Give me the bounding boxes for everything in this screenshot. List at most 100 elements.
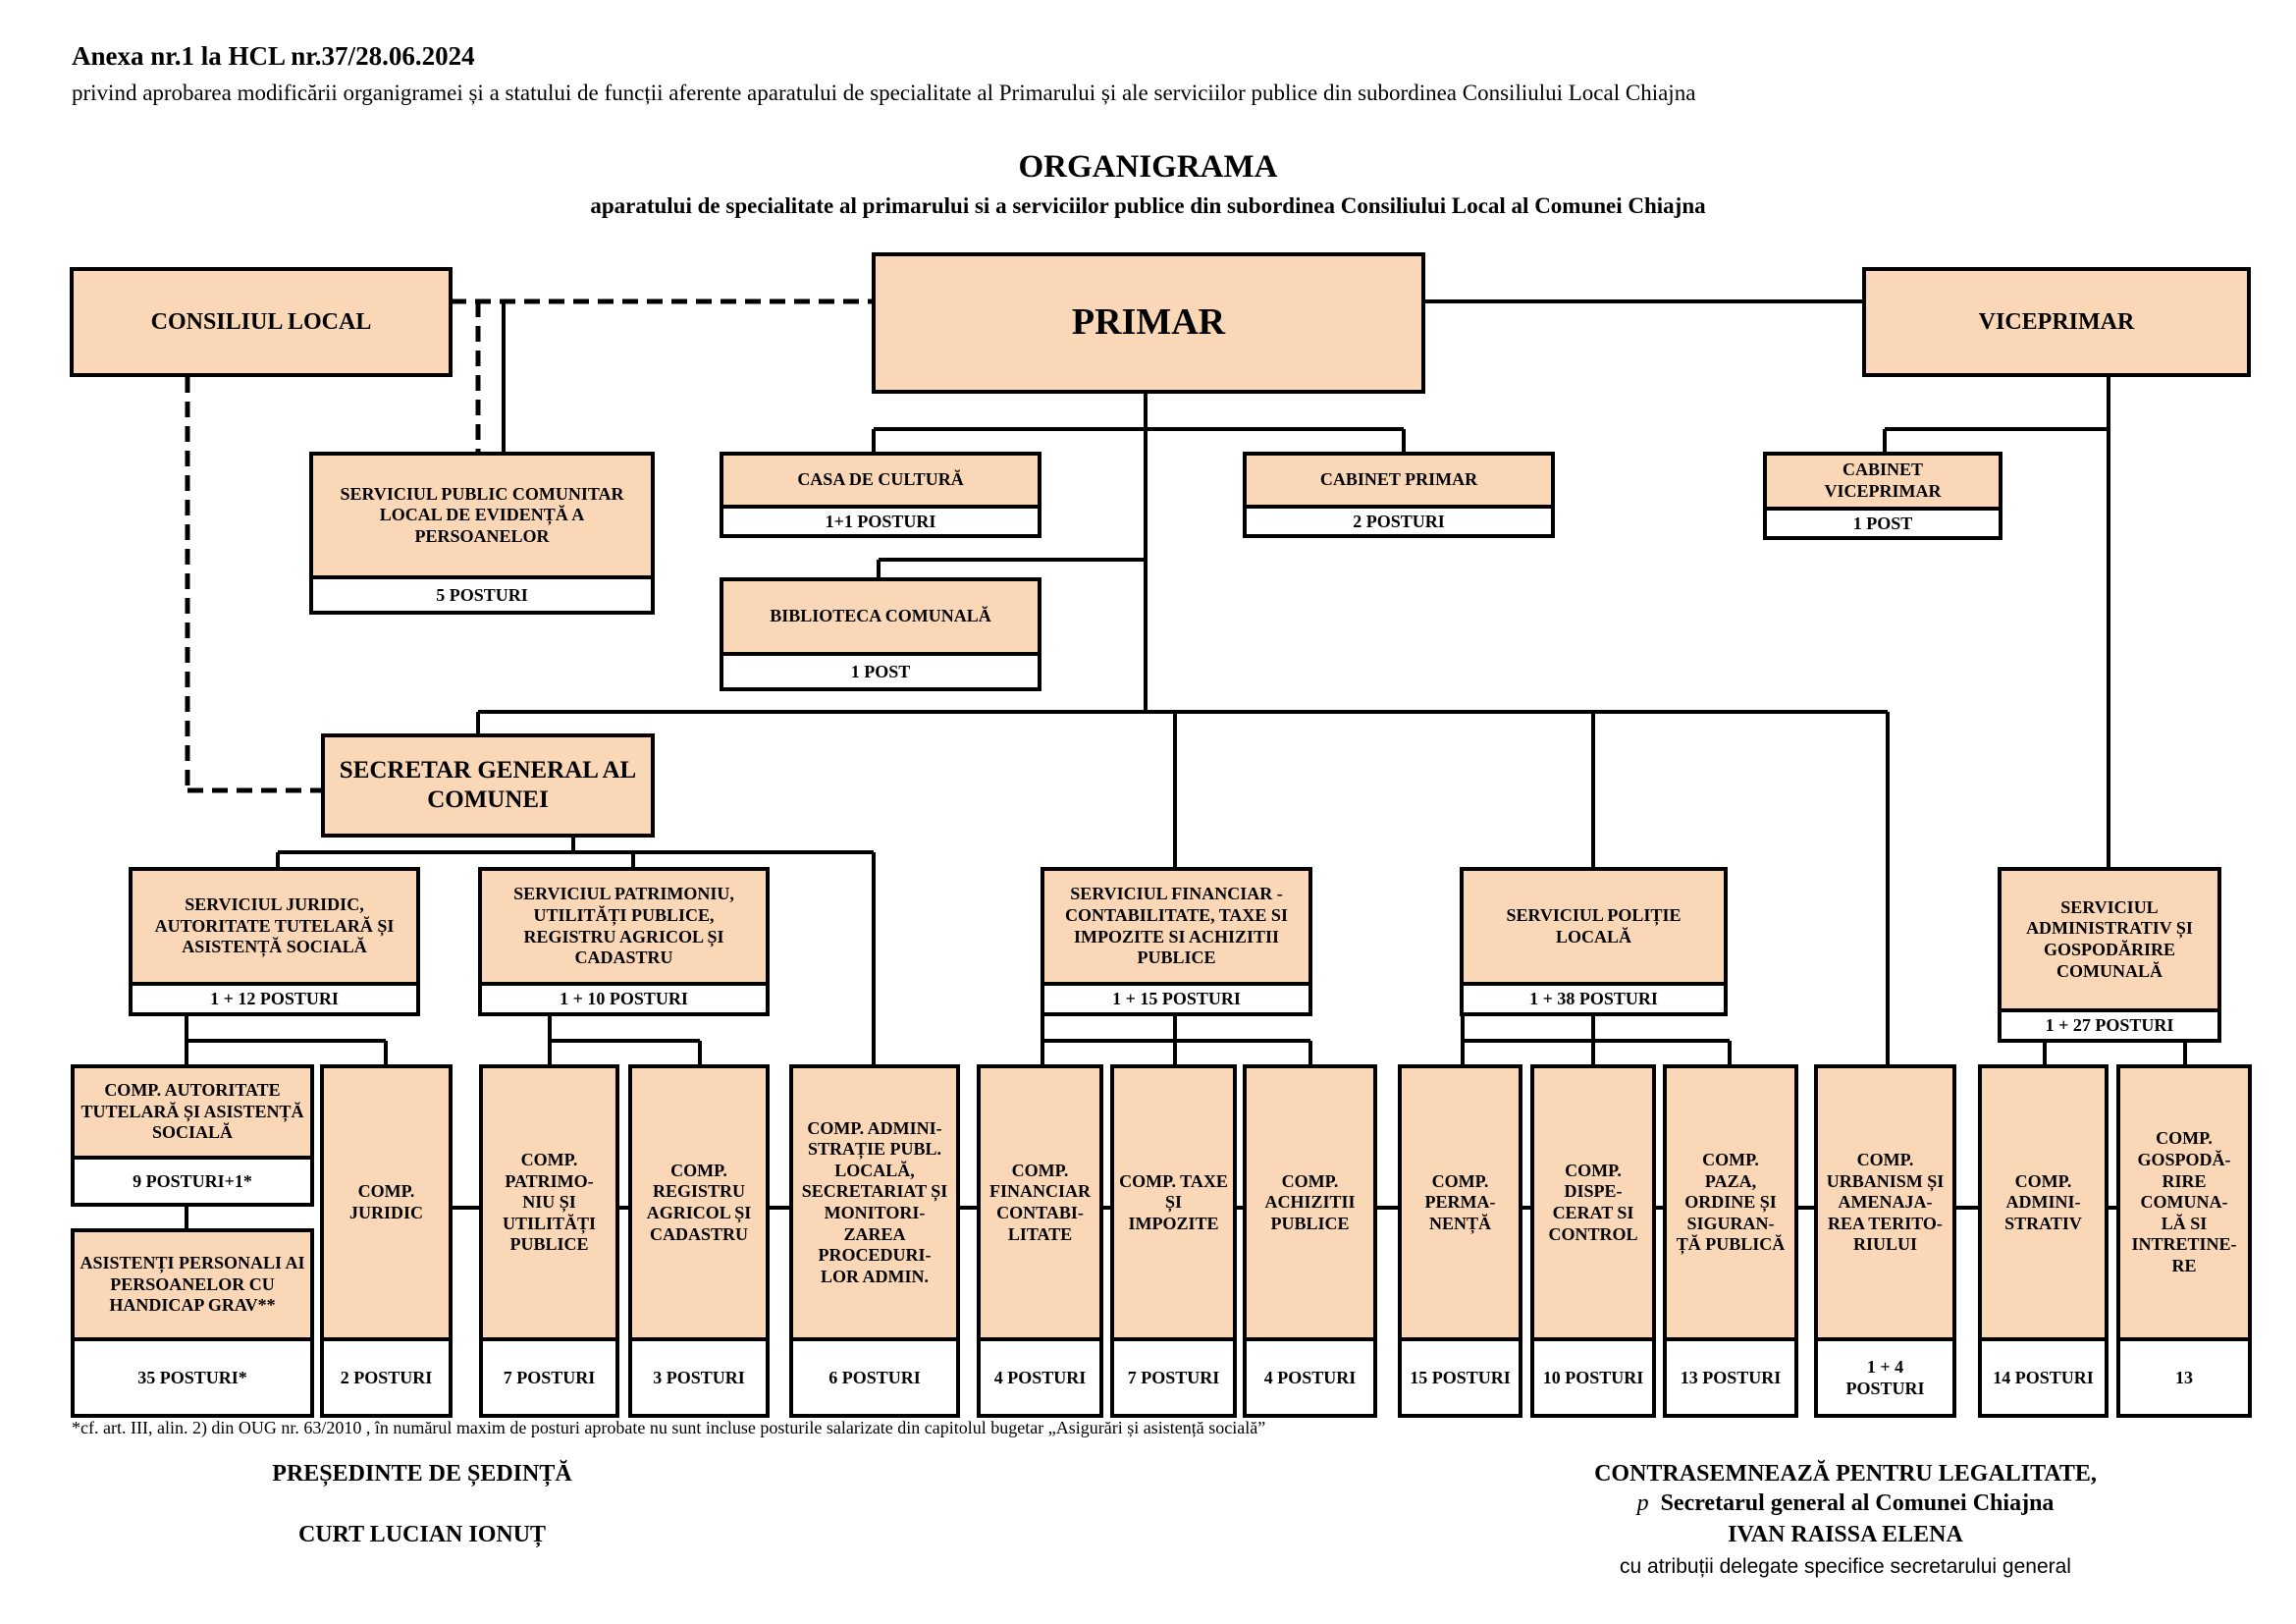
biblioteca-box: BIBLIOTECA COMUNALĂ [720, 577, 1041, 656]
comp-admin-publ-posts-label: 6 POSTURI [828, 1367, 921, 1387]
svc-financiar-label: SERVICIUL FINANCIAR - CONTABILITATE, TAX… [1065, 884, 1288, 968]
comp-juridic-box: COMP. JURIDIC [320, 1064, 453, 1341]
svc-juridic-label: SERVICIUL JURIDIC, AUTORITATE TUTELARĂ Ș… [154, 894, 395, 957]
comp-juridic-posts: 2 POSTURI [320, 1337, 453, 1418]
comp-admin-publ-posts: 6 POSTURI [789, 1337, 960, 1418]
footnote: *cf. art. III, alin. 2) din OUG nr. 63/2… [72, 1418, 1266, 1437]
secretar-label: SECRETAR GENERAL AL COMUNEI [339, 757, 637, 813]
comp-permanenta-posts: 15 POSTURI [1398, 1337, 1522, 1418]
chart-subtitle: aparatului de specialitate al primarului… [590, 193, 1706, 218]
comp-paza-posts-label: 13 POSTURI [1680, 1367, 1782, 1387]
biblioteca-posts: 1 POST [720, 652, 1041, 691]
cabinet-primar-box: CABINET PRIMAR [1243, 452, 1555, 509]
comp-paza-posts: 13 POSTURI [1663, 1337, 1798, 1418]
comp-gospodarire-box: COMP. GOSPODĂ- RIRE COMUNA- LĂ SI INTRET… [2116, 1064, 2252, 1341]
right-signature-name: IVAN RAISSA ELENA [1728, 1522, 1963, 1547]
comp-juridic-label: COMP. JURIDIC [348, 1181, 423, 1222]
svc-politie-label: SERVICIUL POLIȚIE LOCALĂ [1506, 904, 1682, 947]
left-signature-name: CURT LUCIAN IONUȚ [297, 1522, 547, 1547]
comp-taxe-box: COMP. TAXE ȘI IMPOZITE [1110, 1064, 1237, 1341]
comp-achizitii-box: COMP. ACHIZITII PUBLICE [1243, 1064, 1377, 1341]
casa-cultura-posts: 1+1 POSTURI [720, 505, 1041, 538]
comp-gospodarire-posts: 13 [2116, 1337, 2252, 1418]
primar-box: PRIMAR [872, 252, 1425, 394]
right-signature-role: p Secretarul general al Comunei Chiajna [1492, 1490, 2199, 1517]
spclep-posts-label: 5 POSTURI [436, 584, 528, 605]
comp-patrimoniu-posts-label: 7 POSTURI [503, 1367, 596, 1387]
biblioteca-posts-label: 1 POST [850, 661, 911, 681]
comp-autoritate-label: COMP. AUTORITATE TUTELARĂ ȘI ASISTENȚĂ S… [80, 1080, 304, 1143]
svc-patrimoniu-posts-label: 1 + 10 POSTURI [560, 989, 688, 1009]
cabinet-primar-posts: 2 POSTURI [1243, 505, 1555, 538]
left-signature-title: PREȘEDINTE DE ȘEDINȚĂ [272, 1461, 572, 1487]
comp-administrativ-label: COMP. ADMINI- STRATIV [2004, 1170, 2082, 1233]
comp-paza-box: COMP. PAZA, ORDINE ȘI SIGURAN- ȚĂ PUBLIC… [1663, 1064, 1798, 1341]
cabinet-viceprimar-label: CABINET VICEPRIMAR [1824, 460, 1942, 501]
comp-gospodarire-posts-label: 13 [2175, 1367, 2193, 1387]
right-signature-title: CONTRASEMNEAZĂ PENTRU LEGALITATE, [1594, 1461, 2097, 1487]
asistenti-label: ASISTENȚI PERSONALI AI PERSOANELOR CU HA… [80, 1253, 305, 1316]
casa-cultura-box: CASA DE CULTURĂ [720, 452, 1041, 509]
comp-patrimoniu-posts: 7 POSTURI [479, 1337, 619, 1418]
cabinet-viceprimar-posts-label: 1 POST [1852, 513, 1913, 533]
svc-administrativ-label: SERVICIUL ADMINISTRATIV ȘI GOSPODĂRIRE C… [2026, 896, 2193, 981]
svc-politie-box: SERVICIUL POLIȚIE LOCALĂ [1460, 867, 1728, 986]
comp-autoritate-posts-label: 9 POSTURI+1* [133, 1170, 252, 1191]
asistenti-posts: 35 POSTURI* [71, 1337, 314, 1418]
viceprimar-box: VICEPRIMAR [1862, 267, 2251, 377]
spclep-label: SERVICIUL PUBLIC COMUNITAR LOCAL DE EVID… [340, 483, 624, 546]
svc-administrativ-posts: 1 + 27 POSTURI [1998, 1008, 2221, 1043]
comp-taxe-posts: 7 POSTURI [1110, 1337, 1237, 1418]
svc-financiar-posts: 1 + 15 POSTURI [1041, 982, 1312, 1016]
comp-registru-posts-label: 3 POSTURI [653, 1367, 745, 1387]
comp-autoritate-posts: 9 POSTURI+1* [71, 1156, 314, 1207]
spclep-box: SERVICIUL PUBLIC COMUNITAR LOCAL DE EVID… [309, 452, 655, 579]
comp-permanenta-posts-label: 15 POSTURI [1410, 1367, 1511, 1387]
svc-administrativ-posts-label: 1 + 27 POSTURI [2045, 1015, 2174, 1036]
comp-autoritate-box: COMP. AUTORITATE TUTELARĂ ȘI ASISTENȚĂ S… [71, 1064, 314, 1160]
svc-patrimoniu-box: SERVICIUL PATRIMONIU, UTILITĂȚI PUBLICE,… [478, 867, 770, 986]
right-signature-role-text: Secretarul general al Comunei Chiajna [1660, 1490, 2055, 1516]
svc-juridic-posts-label: 1 + 12 POSTURI [210, 989, 339, 1009]
comp-urbanism-posts-label: 1 + 4 POSTURI [1845, 1356, 1925, 1399]
comp-taxe-label: COMP. TAXE ȘI IMPOZITE [1119, 1170, 1228, 1233]
comp-dispecerat-posts: 10 POSTURI [1530, 1337, 1656, 1418]
casa-cultura-posts-label: 1+1 POSTURI [825, 511, 936, 531]
secretar-box: SECRETAR GENERAL AL COMUNEI [321, 733, 655, 838]
cabinet-viceprimar-box: CABINET VICEPRIMAR [1763, 452, 2002, 511]
comp-dispecerat-box: COMP. DISPE- CERAT SI CONTROL [1530, 1064, 1656, 1341]
svc-financiar-posts-label: 1 + 15 POSTURI [1112, 989, 1241, 1009]
comp-dispecerat-posts-label: 10 POSTURI [1542, 1367, 1644, 1387]
biblioteca-label: BIBLIOTECA COMUNALĂ [770, 606, 991, 626]
comp-paza-label: COMP. PAZA, ORDINE ȘI SIGURAN- ȚĂ PUBLIC… [1676, 1150, 1786, 1255]
consiliul-local-label: CONSILIUL LOCAL [150, 308, 372, 335]
asistenti-posts-label: 35 POSTURI* [137, 1367, 247, 1387]
right-signature-note: cu atribuții delegate specifice secretar… [1620, 1555, 2071, 1578]
comp-taxe-posts-label: 7 POSTURI [1127, 1367, 1220, 1387]
cabinet-viceprimar-posts: 1 POST [1763, 507, 2002, 540]
comp-achizitii-label: COMP. ACHIZITII PUBLICE [1264, 1170, 1356, 1233]
comp-achizitii-posts: 4 POSTURI [1243, 1337, 1377, 1418]
comp-urbanism-label: COMP. URBANISM ȘI AMENAJA- REA TERITO- R… [1826, 1150, 1945, 1255]
comp-achizitii-posts-label: 4 POSTURI [1263, 1367, 1357, 1387]
comp-registru-label: COMP. REGISTRU AGRICOL ȘI CADASTRU [646, 1160, 752, 1244]
chart-title: ORGANIGRAMA [1018, 149, 1278, 185]
svc-juridic-box: SERVICIUL JURIDIC, AUTORITATE TUTELARĂ Ș… [129, 867, 420, 986]
svc-juridic-posts: 1 + 12 POSTURI [129, 982, 420, 1016]
right-signature-role-prefix: p [1636, 1490, 1649, 1516]
comp-urbanism-posts: 1 + 4 POSTURI [1814, 1337, 1956, 1418]
comp-patrimoniu-label: COMP. PATRIMO- NIU ȘI UTILITĂȚI PUBLICE [502, 1150, 597, 1255]
cabinet-primar-label: CABINET PRIMAR [1319, 469, 1478, 490]
cabinet-primar-posts-label: 2 POSTURI [1353, 511, 1445, 531]
svc-financiar-box: SERVICIUL FINANCIAR - CONTABILITATE, TAX… [1041, 867, 1312, 986]
comp-financiar-label: COMP. FINANCIAR CONTABI- LITATE [989, 1160, 1091, 1244]
comp-administrativ-box: COMP. ADMINI- STRATIV [1978, 1064, 2109, 1341]
comp-admin-publ-box: COMP. ADMINI- STRAȚIE PUBL. LOCALĂ, SECR… [789, 1064, 960, 1341]
svc-patrimoniu-label: SERVICIUL PATRIMONIU, UTILITĂȚI PUBLICE,… [513, 884, 734, 968]
comp-financiar-posts: 4 POSTURI [977, 1337, 1103, 1418]
casa-cultura-label: CASA DE CULTURĂ [797, 469, 964, 490]
comp-dispecerat-label: COMP. DISPE- CERAT SI CONTROL [1548, 1160, 1638, 1244]
spclep-posts: 5 POSTURI [309, 575, 655, 615]
comp-administrativ-posts-label: 14 POSTURI [1993, 1367, 2094, 1387]
